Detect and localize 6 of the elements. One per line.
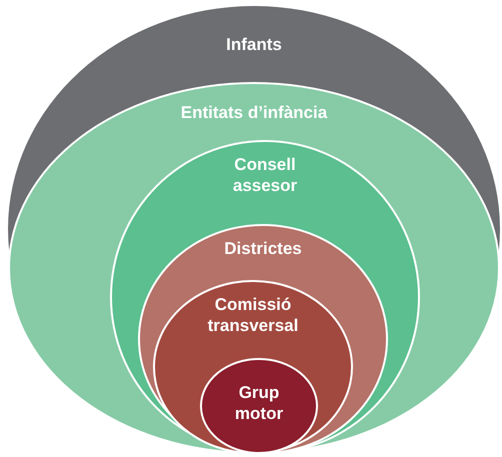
layer-label: Comissió transversal [206,294,300,336]
layer-label: Districtes [223,238,303,259]
layer-label: Grup motor [234,382,284,424]
layer-label: Infants [225,34,283,55]
layer-label: Consell assesor [232,154,298,196]
layer-label: Entitats d’infància [180,102,328,123]
